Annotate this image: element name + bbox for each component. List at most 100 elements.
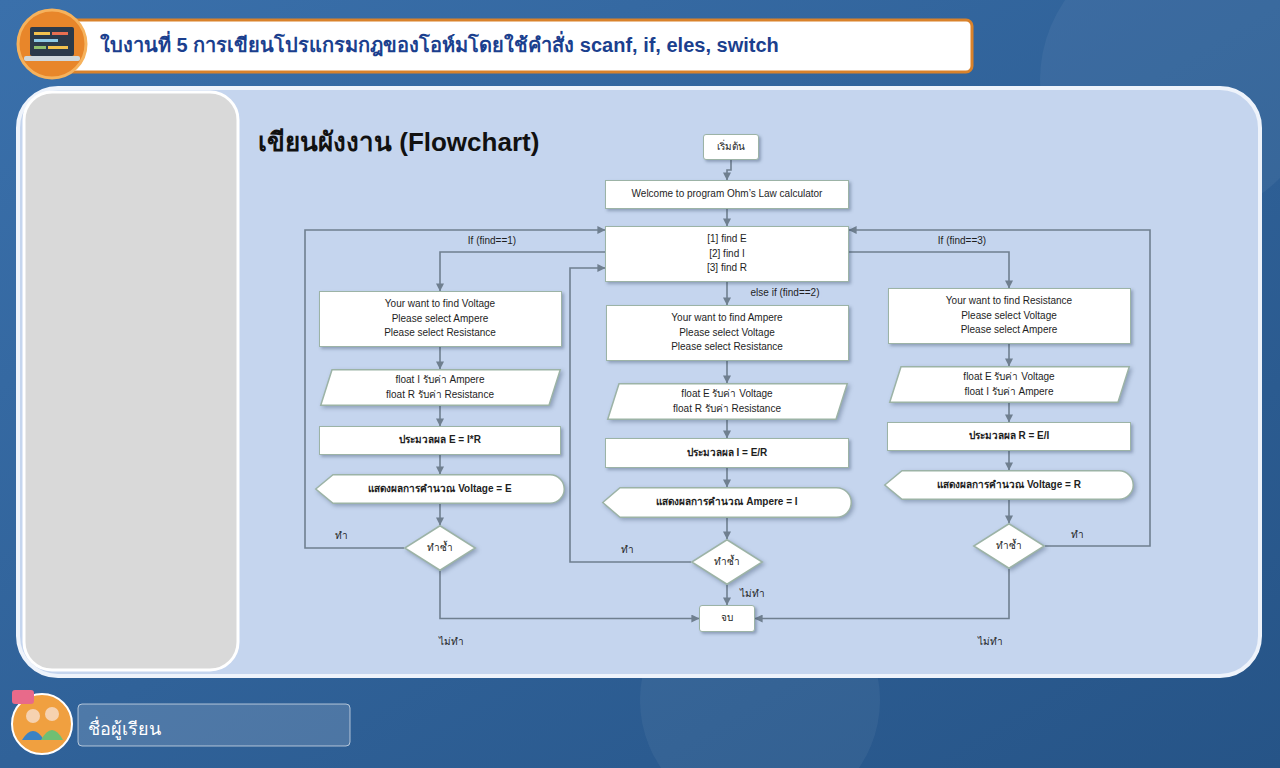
shape-outline bbox=[974, 524, 1045, 569]
input-parallelogram: float E รับค่า Voltagefloat R รับค่า Res… bbox=[607, 383, 848, 420]
flow-arrow bbox=[1008, 403, 1010, 422]
code-line bbox=[52, 32, 68, 35]
node-text: ทำซ้ำ bbox=[427, 541, 453, 556]
node-text: ประมวลผล I = E/R bbox=[687, 446, 768, 461]
laptop-base bbox=[24, 56, 80, 61]
node-text: float E รับค่า Voltage bbox=[963, 370, 1054, 385]
node-text: ทำซ้ำ bbox=[714, 555, 740, 570]
node-text: ประมวลผล E = I*R bbox=[399, 433, 481, 448]
code-line bbox=[34, 39, 58, 42]
node-text: [2] find I bbox=[709, 247, 745, 262]
node-text: float R รับค่า Resistance bbox=[386, 388, 494, 403]
header-bar bbox=[60, 20, 972, 72]
flow-arrow bbox=[727, 160, 731, 180]
flow-arrow bbox=[849, 230, 1150, 546]
shape-outline bbox=[316, 475, 565, 504]
node-text: Welcome to program Ohm’s Law calculator bbox=[632, 187, 823, 202]
shape-outline bbox=[320, 370, 560, 406]
node-text: [1] find E bbox=[707, 232, 746, 247]
speech-bubble bbox=[12, 690, 34, 704]
student-head bbox=[45, 707, 59, 721]
shape-outline bbox=[405, 526, 476, 571]
node-text: แสดงผลการคำนวณ Voltage = R bbox=[937, 478, 1081, 493]
flow-arrow bbox=[440, 252, 605, 291]
flow-arrow bbox=[440, 571, 699, 619]
header-icon bbox=[18, 10, 86, 78]
side-panel bbox=[24, 92, 238, 670]
flow-arrow bbox=[726, 518, 728, 539]
node-text: Please select Voltage bbox=[961, 309, 1057, 324]
decision-diamond: ทำซ้ำ bbox=[973, 523, 1045, 569]
code-line bbox=[34, 46, 46, 49]
shape-outline bbox=[889, 367, 1129, 403]
shape-outline bbox=[607, 384, 847, 420]
display-shape: แสดงผลการคำนวณ Voltage = E bbox=[315, 474, 565, 504]
node-text: Your want to find Ampere bbox=[671, 311, 782, 326]
flow-arrow bbox=[726, 282, 728, 305]
code-line bbox=[48, 46, 68, 49]
edge-label: ไม่ทำ bbox=[976, 636, 1005, 648]
menu-box: [1] find E[2] find I[3] find R bbox=[605, 226, 849, 282]
shape-outline bbox=[603, 488, 852, 518]
shape-outline bbox=[692, 540, 763, 585]
shape-outline bbox=[885, 471, 1134, 500]
node-text: float E รับค่า Voltage bbox=[681, 387, 772, 402]
flow-arrow bbox=[726, 420, 728, 438]
flow-arrow bbox=[1008, 451, 1010, 470]
flow-arrow bbox=[439, 504, 441, 525]
node-text: จบ bbox=[721, 611, 733, 626]
flow-arrow bbox=[849, 252, 1009, 288]
end-terminal: จบ bbox=[699, 605, 755, 632]
edge-label: ทำ bbox=[1069, 529, 1086, 541]
flow-arrow bbox=[439, 455, 441, 474]
edge-label: ไม่ทำ bbox=[437, 636, 466, 648]
flow-arrow bbox=[726, 361, 728, 383]
flow-arrow bbox=[1008, 500, 1010, 523]
node-text: float R รับค่า Resistance bbox=[673, 402, 781, 417]
node-text: [3] find R bbox=[707, 261, 747, 276]
decision-diamond: ทำซ้ำ bbox=[404, 525, 476, 571]
flow-arrow bbox=[1008, 344, 1010, 366]
section-heading: เขียนผังงาน (Flowchart) bbox=[258, 121, 539, 162]
node-text: Please select Voltage bbox=[679, 326, 775, 341]
student-head bbox=[26, 709, 40, 723]
edge-label: If (find==3) bbox=[936, 235, 988, 247]
start-terminal: เริ่มต้น bbox=[703, 134, 759, 160]
node-text: Please select Ampere bbox=[392, 312, 489, 327]
prompt-box: Your want to find ResistancePlease selec… bbox=[888, 288, 1131, 344]
input-parallelogram: float I รับค่า Amperefloat R รับค่า Resi… bbox=[320, 369, 561, 406]
input-parallelogram: float E รับค่า Voltagefloat I รับค่า Amp… bbox=[889, 366, 1130, 403]
node-text: float I รับค่า Ampere bbox=[964, 385, 1053, 400]
flow-arrow bbox=[305, 230, 605, 548]
node-text: Please select Resistance bbox=[384, 326, 496, 341]
name-bar bbox=[78, 704, 350, 746]
edge-label: ทำ bbox=[619, 544, 636, 556]
edge-label: else if (find==2) bbox=[749, 287, 822, 299]
node-text: ประมวลผล R = E/I bbox=[969, 429, 1050, 444]
prompt-box: Your want to find AmperePlease select Vo… bbox=[606, 305, 849, 361]
process-box: ประมวลผล I = E/R bbox=[605, 438, 849, 468]
student-body bbox=[22, 731, 44, 740]
edge-label: ไม่ทำ bbox=[738, 588, 767, 600]
node-text: Your want to find Voltage bbox=[385, 297, 495, 312]
flow-arrow bbox=[439, 406, 441, 426]
display-shape: แสดงผลการคำนวณ Voltage = R bbox=[884, 470, 1134, 500]
student-name-label: ชื่อผู้เรียน bbox=[88, 714, 161, 743]
flow-arrow bbox=[726, 209, 728, 226]
process-box: ประมวลผล R = E/I bbox=[887, 422, 1131, 451]
node-text: float I รับค่า Ampere bbox=[395, 373, 484, 388]
student-body bbox=[41, 730, 63, 740]
flow-arrow bbox=[726, 468, 728, 487]
prompt-box: Your want to find VoltagePlease select A… bbox=[319, 291, 562, 347]
node-text: เริ่มต้น bbox=[717, 140, 745, 155]
flow-arrow bbox=[439, 347, 441, 369]
output-box: Welcome to program Ohm’s Law calculator bbox=[605, 180, 849, 209]
node-text: แสดงผลการคำนวณ Voltage = E bbox=[368, 482, 511, 497]
flow-arrow bbox=[726, 585, 728, 605]
node-text: แสดงผลการคำนวณ Ampere = I bbox=[656, 495, 797, 510]
worksheet-title: ใบงานที่ 5 การเขียนโปรแกรมกฎของโอห์มโดยใ… bbox=[100, 29, 779, 61]
node-text: Please select Resistance bbox=[671, 340, 783, 355]
node-text: ทำซ้ำ bbox=[996, 539, 1022, 554]
code-line bbox=[34, 32, 50, 35]
